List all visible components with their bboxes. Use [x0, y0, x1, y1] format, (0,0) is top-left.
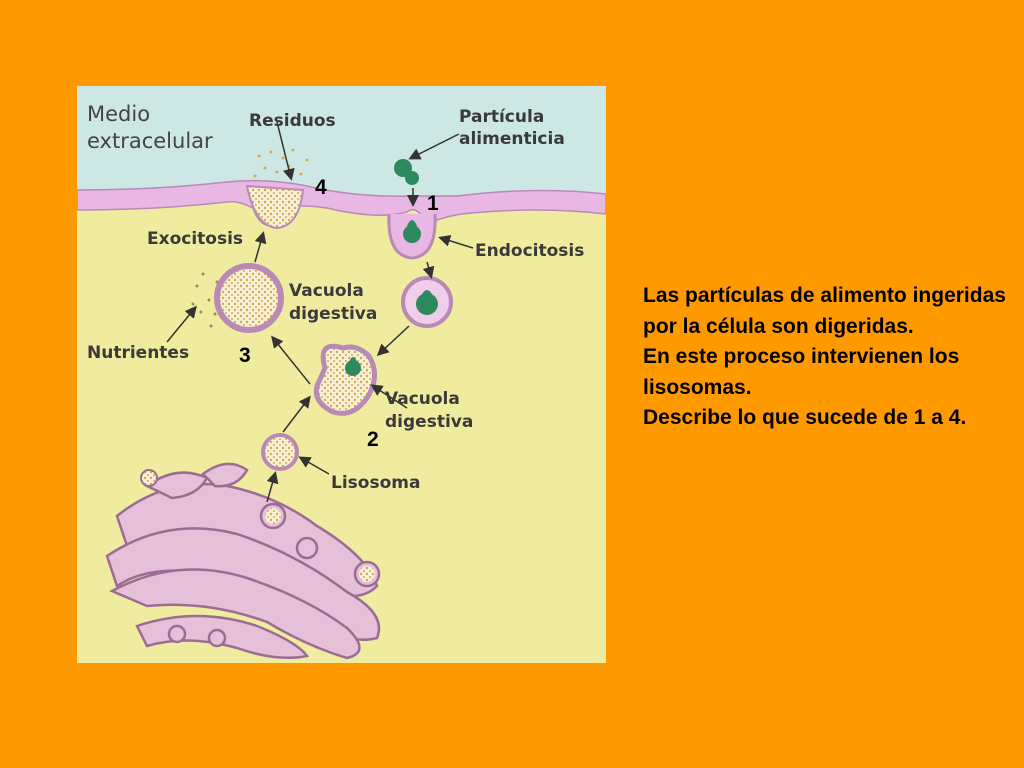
golgi-apparatus: [105, 462, 381, 660]
extracellular-medium: [77, 86, 606, 197]
label-nutrientes: Nutrientes: [87, 343, 189, 363]
label-vacuola2-line2: digestiva: [385, 412, 473, 432]
label-particula-line2: alimenticia: [459, 129, 565, 149]
exocytosis-pocket: [245, 184, 305, 230]
label-vacuola1-line2: digestiva: [289, 304, 377, 324]
food-particle: [394, 159, 419, 185]
text-line-3: Describe lo que sucede de 1 a 4.: [643, 406, 967, 429]
lysosome: [261, 433, 299, 471]
label-endocitosis: Endocitosis: [475, 241, 584, 261]
step-number-3: 3: [239, 344, 251, 367]
label-vacuola1-line1: Vacuola: [289, 281, 364, 301]
step-number-1: 1: [427, 192, 439, 215]
endocytosis-diagram: Medio extracelular Residuos Partícula al…: [77, 86, 606, 663]
endocytic-vesicle: [401, 276, 453, 328]
text-line-2: En este proceso intervienen los lisosoma…: [643, 345, 960, 399]
digestive-vacuole-forming: [313, 343, 377, 416]
process-arrows: [166, 121, 474, 503]
engulfed-particle-head: [407, 220, 417, 226]
label-exocitosis: Exocitosis: [147, 229, 243, 249]
label-medio-line2: extracelular: [87, 129, 213, 153]
label-particula-line1: Partícula: [459, 107, 544, 127]
label-lisosoma: Lisosoma: [331, 473, 420, 493]
text-line-1: Las partículas de alimento ingeridas por…: [643, 284, 1006, 338]
step-number-2: 2: [367, 428, 379, 451]
digestive-vacuole: [214, 263, 284, 333]
engulfed-particle: [403, 225, 421, 243]
label-vacuola2-line1: Vacuola: [385, 389, 460, 409]
question-text: Las partículas de alimento ingeridas por…: [643, 281, 1015, 434]
nutrient-dots: [191, 272, 219, 328]
label-medio-line1: Medio: [87, 102, 150, 126]
golgi-vesicles: [140, 469, 375, 582]
step-number-4: 4: [315, 176, 327, 199]
label-residuos: Residuos: [249, 111, 336, 131]
